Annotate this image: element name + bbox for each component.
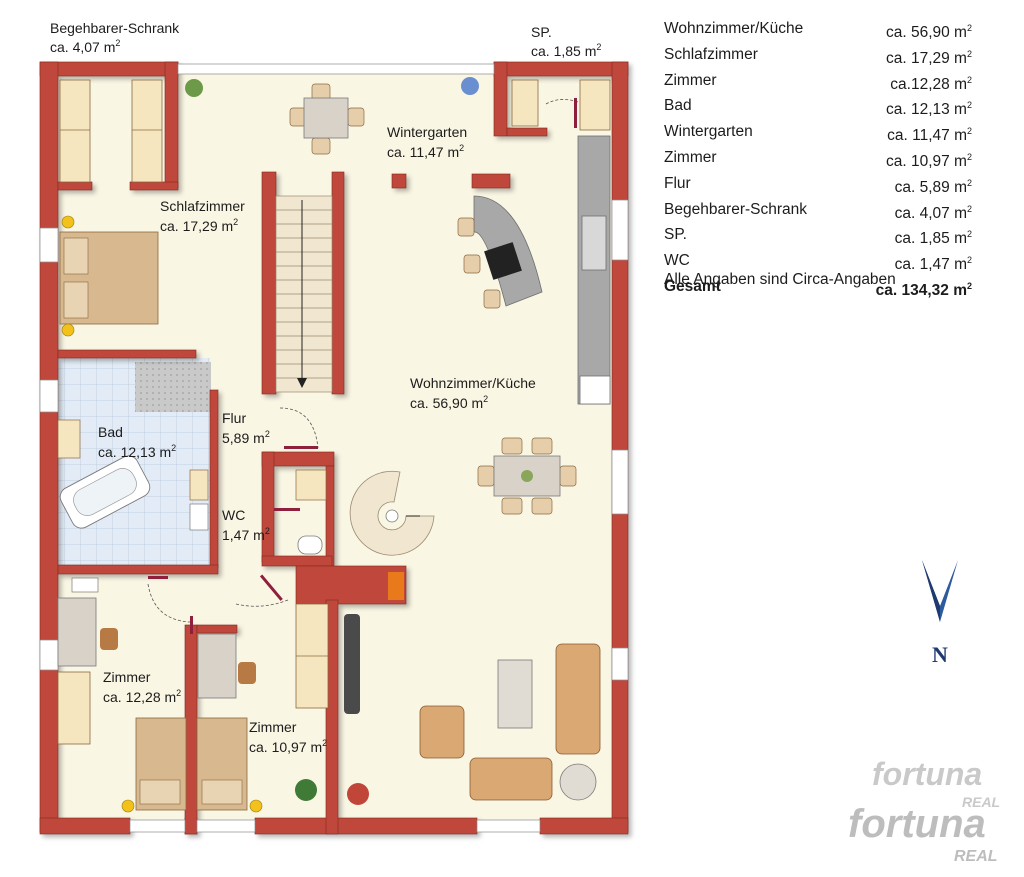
desks xyxy=(57,577,256,745)
closet-shelves xyxy=(59,79,611,183)
room-area-begehbarer-schrank: ca. 4,07 m2 xyxy=(50,38,120,55)
room-area-schlafzimmer: ca. 17,29 m2 xyxy=(160,217,238,234)
room-name-schlafzimmer: Schlafzimmer xyxy=(160,198,245,214)
room-name-wohnzimmer: Wohnzimmer/Küche xyxy=(410,375,536,391)
bed-child-2 xyxy=(196,717,263,813)
bed-master xyxy=(59,215,159,337)
room-area-zimmer-2: ca. 10,97 m2 xyxy=(249,738,327,755)
bed-child-1 xyxy=(121,717,187,813)
room-name-zimmer-2: Zimmer xyxy=(249,719,297,735)
room-area-wc: 1,47 m2 xyxy=(222,526,270,543)
living-room-furniture xyxy=(419,643,601,801)
staircase xyxy=(275,195,333,393)
kitchen-island xyxy=(457,195,543,309)
room-area-zimmer-1: ca. 12,28 m2 xyxy=(103,688,181,705)
svg-text:fortuna: fortuna xyxy=(848,802,986,846)
room-name-sp: SP. xyxy=(531,24,552,40)
svg-text:REAL: REAL xyxy=(962,794,1000,810)
room-name-flur: Flur xyxy=(222,410,246,426)
room-area-flur: 5,89 m2 xyxy=(222,429,270,446)
floor-plan: Begehbarer-Schrank ca. 4,07 m2 SP. ca. 1… xyxy=(39,20,629,835)
room-name-wintergarten: Wintergarten xyxy=(387,124,467,140)
brand-logo: fortuna REAL fortuna REAL xyxy=(848,756,1000,865)
kitchen-counter xyxy=(577,135,611,405)
plants xyxy=(185,77,479,805)
room-labels: Begehbarer-Schrank ca. 4,07 m2 SP. ca. 1… xyxy=(50,20,601,755)
room-area-wohnzimmer: ca. 56,90 m2 xyxy=(410,394,488,411)
bath-fixtures xyxy=(57,419,327,555)
door-leaves xyxy=(148,98,577,634)
room-name-wc: WC xyxy=(222,507,245,523)
room-area-wintergarten: ca. 11,47 m2 xyxy=(387,143,464,160)
windows xyxy=(39,63,629,833)
area-row: SP.ca. 1,85 m2 xyxy=(664,226,972,248)
dining-table-main xyxy=(477,437,577,515)
north-label: N xyxy=(932,642,948,667)
note-text: Alle Angaben sind Circa-Angaben xyxy=(664,271,896,288)
room-area-sp: ca. 1,85 m2 xyxy=(531,42,601,59)
north-arrow-icon: N xyxy=(922,560,958,667)
svg-text:REAL: REAL xyxy=(954,848,998,865)
spiral-staircase xyxy=(349,470,435,556)
svg-text:fortuna: fortuna xyxy=(872,756,982,792)
hall-furniture xyxy=(295,572,404,714)
room-name-bad: Bad xyxy=(98,424,123,440)
shower-tray xyxy=(135,362,211,412)
dining-table-top xyxy=(289,83,365,155)
room-name-begehbarer-schrank: Begehbarer-Schrank xyxy=(50,20,180,36)
room-area-bad: ca. 12,13 m2 xyxy=(98,443,176,460)
room-name-zimmer-1: Zimmer xyxy=(103,669,151,685)
